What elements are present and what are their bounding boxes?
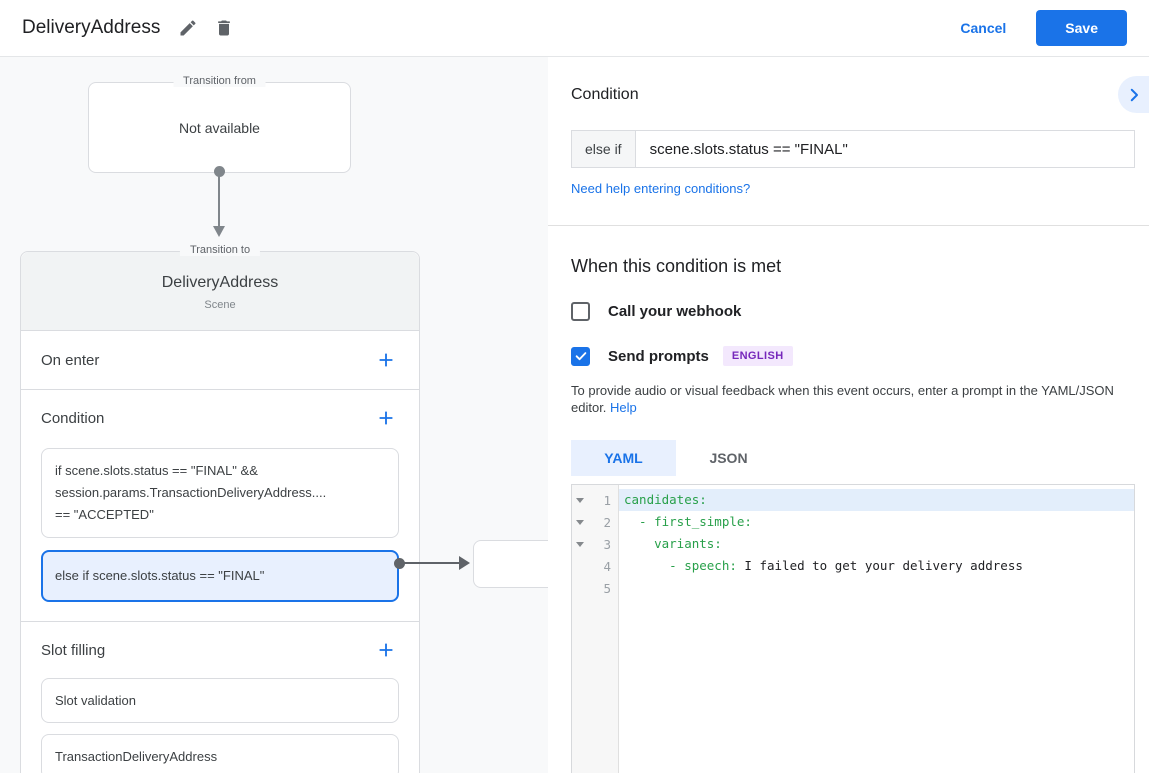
condition-editor-panel: Condition else if Need help entering con… <box>548 57 1149 773</box>
slot-filling-header: Slot filling <box>21 622 419 678</box>
chevron-right-icon <box>1125 86 1143 104</box>
send-prompts-checkbox[interactable] <box>571 346 590 366</box>
gutter-row: 2 <box>572 511 618 533</box>
transition-target-box[interactable] <box>473 540 548 588</box>
call-webhook-checkbox[interactable] <box>571 302 590 321</box>
editor-hint-text: To provide audio or visual feedback when… <box>571 382 1141 416</box>
language-badge: ENGLISH <box>722 346 793 366</box>
collapse-panel-button[interactable] <box>1118 76 1149 113</box>
tab-json[interactable]: JSON <box>709 450 748 466</box>
code-line: candidates: <box>619 489 1134 511</box>
yaml-key: candidates: <box>624 492 707 507</box>
yaml-value: I failed to get your delivery address <box>736 558 1023 573</box>
gutter-row: 1 <box>572 489 618 511</box>
cancel-button[interactable]: Cancel <box>960 20 1007 36</box>
conditions-help-link[interactable]: Need help entering conditions? <box>571 181 751 196</box>
fold-toggle-icon[interactable] <box>576 519 584 525</box>
code-line: - speech: I failed to get your delivery … <box>619 555 1134 577</box>
condition-connector-arrowhead <box>459 556 470 570</box>
prompt-code-editor[interactable]: 1 2 3 4 5 can <box>571 484 1135 773</box>
transition-from-box[interactable]: Transition from Not available <box>88 75 351 173</box>
plus-icon <box>375 407 397 429</box>
plus-icon <box>375 639 397 661</box>
scene-type-label: Scene <box>204 299 236 311</box>
condition-connector-dot[interactable] <box>394 558 405 569</box>
fold-toggle-icon[interactable] <box>576 497 584 503</box>
send-prompts-row: Send prompts ENGLISH <box>571 346 1135 366</box>
condition-section-header: Condition <box>21 390 419 446</box>
pencil-icon <box>178 18 198 38</box>
call-webhook-row: Call your webhook <box>571 302 1135 321</box>
slot-item[interactable]: Slot validation <box>41 678 399 723</box>
edit-title-button[interactable] <box>172 12 204 44</box>
gutter-row: 3 <box>572 533 618 555</box>
line-number: 3 <box>603 536 611 552</box>
gutter-row: 5 <box>572 577 618 599</box>
yaml-key: - speech: <box>624 558 737 573</box>
flow-arrow-dot <box>214 166 225 177</box>
when-condition-met-heading: When this condition is met <box>571 256 782 276</box>
top-bar: DeliveryAddress Cancel Save <box>0 0 1149 57</box>
scene-card: Transition to DeliveryAddress Scene On e… <box>20 244 420 773</box>
transition-from-legend: Transition from <box>173 75 266 87</box>
condition-prefix-label: else if <box>572 131 636 167</box>
panel-condition-heading: Condition <box>571 86 639 103</box>
editor-code-area[interactable]: candidates: - first_simple: variants: - … <box>619 485 1134 773</box>
line-number: 1 <box>603 492 611 508</box>
scene-name: DeliveryAddress <box>161 274 279 291</box>
add-condition-button[interactable] <box>373 405 399 431</box>
send-prompts-label: Send prompts <box>608 347 709 365</box>
code-line: - first_simple: <box>619 511 1134 533</box>
slot-item[interactable]: TransactionDeliveryAddress <box>41 734 399 773</box>
flow-arrow-line <box>218 175 220 228</box>
call-webhook-label: Call your webhook <box>608 303 742 320</box>
condition-section: Condition if scene.slots.status == "FINA… <box>21 390 419 622</box>
editor-hint-body: To provide audio or visual feedback when… <box>571 383 1114 415</box>
condition-item-selected[interactable]: else if scene.slots.status == "FINAL" <box>41 550 399 602</box>
code-line <box>619 577 1134 599</box>
line-number: 2 <box>603 514 611 530</box>
transition-from-content: Not available <box>179 119 260 136</box>
scene-card-header[interactable]: DeliveryAddress Scene <box>21 252 419 331</box>
editor-format-tabs: YAML JSON <box>571 440 1135 476</box>
condition-item[interactable]: if scene.slots.status == "FINAL" && sess… <box>41 448 399 538</box>
delete-scene-button[interactable] <box>208 12 240 44</box>
check-icon <box>574 349 588 363</box>
scene-diagram-canvas: Transition from Not available Transition… <box>0 57 548 773</box>
save-button[interactable]: Save <box>1036 10 1127 46</box>
add-slot-button[interactable] <box>373 637 399 663</box>
condition-expression-input[interactable] <box>635 131 1134 167</box>
condition-input-group: else if <box>571 130 1135 168</box>
line-number: 5 <box>603 580 611 596</box>
condition-section-label: Condition <box>41 409 105 427</box>
code-line: variants: <box>619 533 1134 555</box>
on-enter-label: On enter <box>41 351 100 369</box>
fold-toggle-icon[interactable] <box>576 541 584 547</box>
trash-icon <box>214 18 234 38</box>
editor-help-link[interactable]: Help <box>610 400 637 415</box>
page-title: DeliveryAddress <box>22 17 161 38</box>
add-on-enter-button[interactable] <box>373 347 399 373</box>
gutter-row: 4 <box>572 555 618 577</box>
panel-divider <box>548 225 1149 226</box>
editor-gutter: 1 2 3 4 5 <box>572 485 619 773</box>
yaml-key: - first_simple: <box>624 514 752 529</box>
condition-connector-line <box>404 562 461 564</box>
yaml-key: variants: <box>624 536 722 551</box>
tab-yaml[interactable]: YAML <box>571 440 676 476</box>
plus-icon <box>375 349 397 371</box>
slot-filling-label: Slot filling <box>41 641 106 659</box>
slot-filling-section: Slot filling Slot validation Transaction… <box>21 622 419 773</box>
line-number: 4 <box>603 558 611 574</box>
flow-arrow-head <box>213 226 225 237</box>
transition-to-legend: Transition to <box>179 244 261 256</box>
on-enter-section[interactable]: On enter <box>21 331 419 390</box>
